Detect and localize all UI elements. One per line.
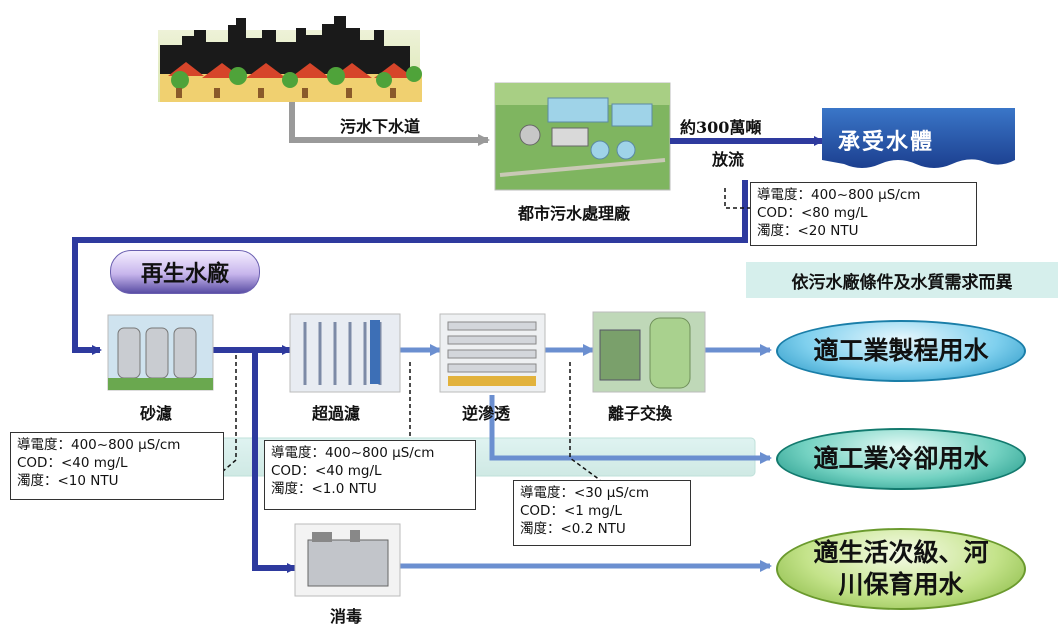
reclaim-plant-pill: 再生水廠: [110, 250, 260, 294]
discharge-amount-label: 約300萬噸: [680, 118, 762, 137]
ro-quality-box: 導電度：<30 μS/cm COD：<1 mg/L 濁度：<0.2 NTU: [513, 480, 691, 546]
sand-quality-box: 導電度：400~800 μS/cm COD：<40 mg/L 濁度：<10 NT…: [10, 432, 224, 500]
effluent-quality-box: 導電度：400~800 μS/cm COD：<80 mg/L 濁度：<20 NT…: [750, 182, 977, 246]
ro-turbidity: 濁度：<0.2 NTU: [520, 521, 626, 537]
ro-conductivity: 導電度：<30 μS/cm: [520, 485, 650, 501]
uf-cod: COD：<40 mg/L: [271, 463, 382, 479]
treatment-plant-image: [494, 82, 671, 191]
ultrafiltration-label: 超過濾: [312, 404, 361, 423]
reverse-osmosis-image: [439, 313, 546, 393]
effluent-turbidity: 濁度：<20 NTU: [757, 223, 859, 239]
sand-filter-image: [107, 314, 214, 391]
uf-turbidity: 濁度：<1.0 NTU: [271, 481, 377, 497]
ultrafiltration-image: [289, 313, 401, 393]
receiving-water-banner: [822, 108, 1015, 168]
ion-exchange-image: [592, 311, 706, 393]
sand-conductivity: 導電度：400~800 μS/cm: [17, 437, 181, 453]
sewer-arrow: [289, 102, 490, 146]
discharge-label: 放流: [712, 150, 745, 169]
disinfection-label: 消毒: [330, 607, 363, 626]
ion-exchange-label: 離子交換: [608, 404, 673, 423]
sewer-label: 污水下水道: [340, 117, 421, 136]
uf-conductivity: 導電度：400~800 μS/cm: [271, 445, 435, 461]
sand-filter-label: 砂濾: [140, 404, 173, 423]
industrial-process-output: 適工業製程用水: [776, 320, 1026, 382]
secondary-use-line1: 適生活次級、河: [813, 538, 989, 567]
secondary-use-line2: 川保育用水: [838, 570, 964, 599]
treatment-plant-label: 都市污水處理廠: [518, 204, 631, 223]
disinfection-image: [294, 523, 401, 597]
city-illustration: [158, 16, 422, 102]
reverse-osmosis-label: 逆滲透: [462, 404, 511, 423]
effluent-cod: COD：<80 mg/L: [757, 205, 868, 221]
effluent-conductivity: 導電度：400~800 μS/cm: [757, 187, 921, 203]
uf-quality-box: 導電度：400~800 μS/cm COD：<40 mg/L 濁度：<1.0 N…: [264, 440, 476, 510]
receiving-water-label: 承受水體: [838, 129, 935, 155]
reclaim-loop-arrow: [72, 180, 748, 355]
industrial-cooling-output: 適工業冷卻用水: [776, 428, 1026, 490]
condition-note: 依污水廠條件及水質需求而異: [746, 262, 1058, 298]
sand-cod: COD：<40 mg/L: [17, 455, 128, 471]
secondary-use-output: 適生活次級、河 川保育用水: [776, 528, 1026, 610]
ro-cod: COD：<1 mg/L: [520, 503, 622, 519]
sand-turbidity: 濁度：<10 NTU: [17, 473, 119, 489]
